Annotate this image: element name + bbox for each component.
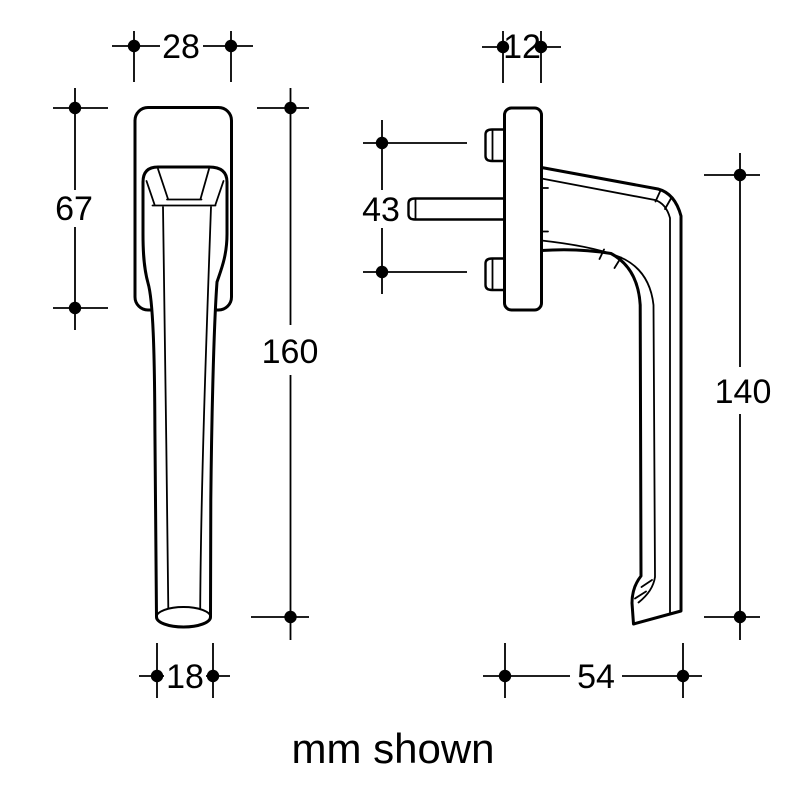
side-handle-facet-ticks xyxy=(540,187,673,600)
dim-lines xyxy=(363,120,467,294)
dim-point xyxy=(68,101,82,115)
side-rose-plate xyxy=(503,106,543,312)
front-knob-facets xyxy=(145,168,225,207)
dim-point xyxy=(375,265,389,279)
side-view xyxy=(407,106,683,626)
dim-value: 43 xyxy=(362,191,400,229)
dim-value: 18 xyxy=(166,658,204,696)
dim-point xyxy=(375,136,389,150)
dim-front-overall-length: 160 xyxy=(251,88,318,640)
dim-point xyxy=(733,168,747,182)
dim-point xyxy=(284,610,297,624)
dim-point xyxy=(534,40,548,54)
side-spindle xyxy=(407,197,506,221)
front-handle-outline xyxy=(141,165,229,629)
dim-point xyxy=(206,669,220,683)
dim-point xyxy=(496,40,510,54)
dim-front-grip-diameter: 18 xyxy=(139,643,230,698)
dim-value: 28 xyxy=(162,28,200,66)
dim-side-fixing-centres: 43 xyxy=(362,120,467,294)
dim-value: 12 xyxy=(503,28,541,66)
front-grip-end-ellipse xyxy=(155,606,212,628)
dim-point xyxy=(498,669,512,683)
dim-point xyxy=(224,39,238,53)
side-screw-top xyxy=(484,128,506,163)
dim-value: 67 xyxy=(55,190,93,228)
dim-lines xyxy=(482,31,561,83)
dim-point xyxy=(127,39,141,53)
dim-point xyxy=(676,669,690,683)
dim-value: 54 xyxy=(577,658,615,696)
dim-side-plate-thickness: 12 xyxy=(482,28,561,83)
dim-side-handle-height: 140 xyxy=(704,153,771,640)
dim-side-projection: 54 xyxy=(483,643,702,698)
dimensions: 28 67 160 18 xyxy=(53,28,771,698)
dim-front-plate-height: 67 xyxy=(53,88,108,330)
front-grip-contours xyxy=(162,206,212,610)
dim-lines xyxy=(483,643,702,698)
front-view xyxy=(133,106,233,629)
side-handle-chamfers xyxy=(540,177,671,614)
dim-value: 140 xyxy=(715,373,772,411)
dim-lines xyxy=(704,153,760,640)
dim-lines xyxy=(251,88,309,640)
dim-point xyxy=(150,669,164,683)
side-handle-outline xyxy=(540,166,683,626)
side-screw-bottom xyxy=(484,257,506,292)
dim-point xyxy=(733,610,747,624)
dim-point xyxy=(68,301,82,315)
dim-front-plate-width: 28 xyxy=(112,28,253,82)
units-caption: mm shown xyxy=(291,725,494,772)
dim-value: 160 xyxy=(262,333,319,371)
dim-point xyxy=(284,101,297,115)
